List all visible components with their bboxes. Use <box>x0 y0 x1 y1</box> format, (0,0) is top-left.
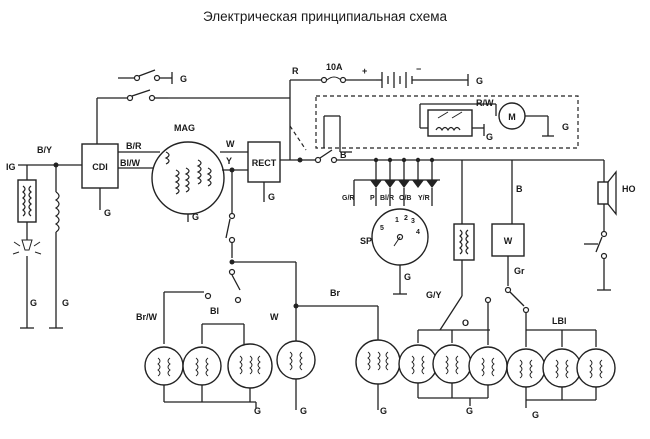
label-sp2: 2 <box>404 215 408 222</box>
cdi-unit: CDI G G B/R Bl/W <box>81 69 290 218</box>
power-section: R 10A + − G B <box>289 62 605 182</box>
ignition-coil <box>17 179 37 223</box>
starter-section: R/W G M G <box>289 95 579 153</box>
ground-label: G <box>562 122 569 132</box>
lamp-icon <box>506 348 546 388</box>
starter-relay <box>427 109 473 137</box>
label-cdi: CDI <box>92 162 108 172</box>
label-brw: Br/W <box>136 312 158 322</box>
label-gr-right: Gr <box>514 266 525 276</box>
label-w-right: W <box>504 236 513 246</box>
ground-label: G <box>254 406 261 416</box>
ground-label: G <box>532 410 539 420</box>
label-plus: + <box>362 66 367 76</box>
ignition-section: IG B/Y G G <box>6 145 82 329</box>
label-gr-d: G/R <box>342 195 354 202</box>
ground-label: G <box>380 406 387 416</box>
label-fuse: 10A <box>326 62 343 72</box>
lamp-icon <box>144 346 184 386</box>
label-b-switch: B <box>340 150 347 160</box>
ground-label: G <box>192 212 199 222</box>
label-w-lamp: W <box>270 312 279 322</box>
label-bl: Bl <box>210 306 219 316</box>
label-rw: R/W <box>476 98 494 108</box>
label-rect: RECT <box>252 158 277 168</box>
label-gy: G/Y <box>426 290 442 300</box>
label-br-bus: Br <box>330 288 340 298</box>
label-y: Y <box>226 156 232 166</box>
lamp-section: Br Br/W Bl W G G <box>136 288 616 420</box>
ground-label: G <box>300 406 307 416</box>
label-sp1: 1 <box>395 217 399 224</box>
diode-section: G/R P Bl/R O/B Y/R SP 1 2 3 4 5 G <box>342 157 440 295</box>
label-p-d: P <box>370 195 375 202</box>
ground-label: G <box>268 192 275 202</box>
label-lb: LBl <box>552 316 567 326</box>
label-by: B/Y <box>37 145 52 155</box>
ground-label: G <box>404 272 411 282</box>
lamp-icon <box>276 340 316 380</box>
ground-label: G <box>466 406 473 416</box>
lamp-icon <box>432 344 472 384</box>
label-minus: − <box>416 64 421 74</box>
ground-label: G <box>180 74 187 84</box>
neutral-switch <box>453 223 475 261</box>
lamp-icon <box>542 348 582 388</box>
horn-icon <box>597 170 617 216</box>
ground-label: G <box>476 76 483 86</box>
label-sp4: 4 <box>416 229 420 236</box>
rectifier: RECT G <box>247 141 303 202</box>
right-section: G/Y B W Gr HO <box>426 160 636 331</box>
ground-label: G <box>30 298 37 308</box>
lamp-icon <box>576 348 616 388</box>
label-r: R <box>292 66 299 76</box>
starter-motor-icon: M <box>495 102 554 137</box>
spark-plug-icon <box>12 232 42 328</box>
label-ig: IG <box>6 162 16 172</box>
label-ho: HO <box>622 184 636 194</box>
label-o: O <box>462 318 469 328</box>
label-sp5: 5 <box>380 225 384 232</box>
label-sp3: 3 <box>411 218 415 225</box>
lamp-icon <box>398 344 438 384</box>
ground-label: G <box>104 208 111 218</box>
label-b-right: B <box>516 184 523 194</box>
magneto: MAG G W Y <box>151 123 297 306</box>
diagram-title: Электрическая принципиальная схема <box>203 9 448 24</box>
label-yr-d: Y/R <box>418 195 430 202</box>
label-mag: MAG <box>174 123 195 133</box>
lamp-icon <box>468 346 508 386</box>
label-br: B/R <box>126 141 142 151</box>
ground-label: G <box>486 132 493 142</box>
label-m: M <box>508 112 516 122</box>
ground-label: G <box>62 298 69 308</box>
flasher-relay <box>491 223 525 257</box>
fuse-icon <box>320 76 347 84</box>
battery-icon <box>381 72 413 88</box>
label-bb-d: Bl/R <box>380 195 394 202</box>
label-blw: Bl/W <box>120 158 141 168</box>
label-ob-d: O/B <box>399 195 411 202</box>
label-sp: SP <box>360 236 372 246</box>
label-w-top: W <box>226 139 235 149</box>
lamp-icon <box>182 346 222 386</box>
